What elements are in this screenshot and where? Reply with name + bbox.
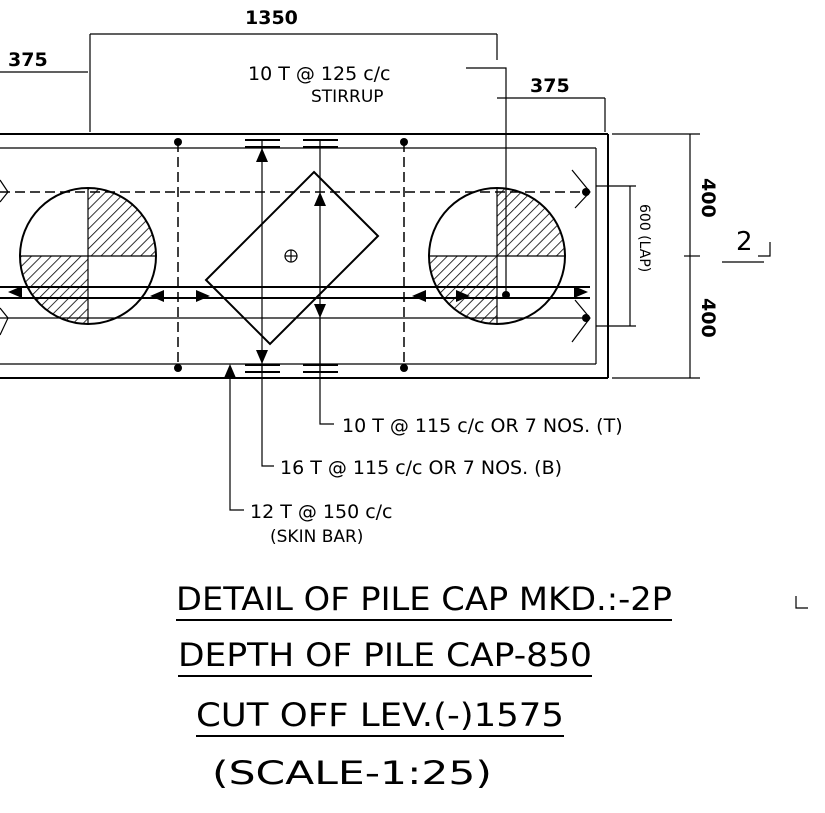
- right-dimension-lines: [596, 133, 700, 379]
- pile-left: [19, 187, 157, 325]
- dim-height-bottom: 400: [697, 298, 719, 338]
- dim-lap-length: 600 (LAP): [636, 204, 652, 272]
- dim-top-width: 1350: [245, 7, 298, 29]
- skin-bar-label: 12 T @ 150 c/c: [250, 501, 393, 523]
- title-block: DETAIL OF PILE CAP MKD.:-2P DEPTH OF PIL…: [176, 580, 672, 792]
- section-marker-number: 2: [736, 227, 753, 257]
- title-line1: DETAIL OF PILE CAP MKD.:-2P: [176, 580, 672, 618]
- stirrup-label: 10 T @ 125 c/c: [248, 63, 391, 85]
- skin-bar-sublabel: (SKIN BAR): [270, 527, 363, 547]
- bottom-bars-label: 16 T @ 115 c/c OR 7 NOS. (B): [280, 457, 562, 479]
- dim-left-offset: 375: [8, 49, 48, 71]
- dim-right-offset: 375: [530, 75, 570, 97]
- top-dimension-lines: [0, 33, 606, 132]
- dim-height-top: 400: [697, 178, 719, 218]
- title-line2: DEPTH OF PILE CAP-850: [178, 636, 592, 674]
- corner-bar-dots: [174, 138, 590, 372]
- title-line4: (SCALE-1:25): [212, 754, 492, 792]
- stirrup-sublabel: STIRRUP: [311, 87, 384, 107]
- pile-cap-outline: [0, 133, 609, 379]
- top-bars-label: 10 T @ 115 c/c OR 7 NOS. (T): [342, 415, 623, 437]
- title-line3: CUT OFF LEV.(-)1575: [196, 696, 564, 734]
- column-rotated: [204, 170, 380, 346]
- pile-right: [428, 187, 566, 325]
- section-marker: 2: [722, 227, 808, 609]
- leader-lines: [224, 318, 334, 511]
